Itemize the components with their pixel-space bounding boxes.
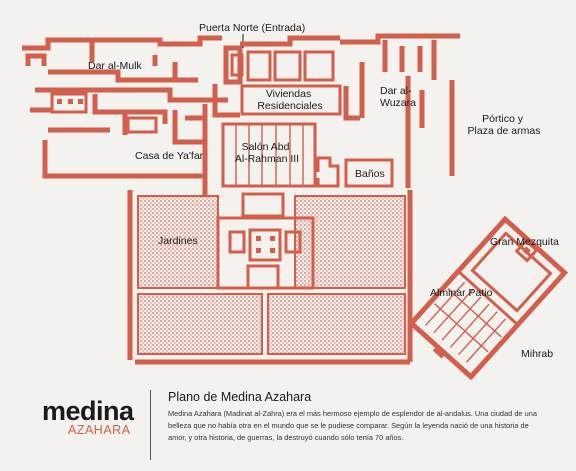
label-salon-line2: Al-Rahman III (235, 153, 299, 165)
label-portico-line1: Pórtico y (482, 113, 524, 125)
label-dar-al-wuzara-line1: Dar al- (380, 85, 412, 97)
puerta-norte-gate (223, 34, 340, 85)
plan-title: Plano de Medina Azahara (168, 390, 312, 404)
plan-description: Medina Azahara (Madinat al-Zahra) era el… (168, 409, 537, 442)
label-banos: Baños (355, 168, 385, 180)
label-salon: Salón Abd Al-Rahman III (235, 141, 299, 165)
label-viviendas-line1: Viviendas (266, 88, 311, 100)
label-portico: Pórtico y Plaza de armas (468, 113, 541, 137)
label-gran-mezquita: Gran Mezquita (490, 236, 559, 248)
label-viviendas: Viviendas Residenciales (257, 88, 322, 112)
logo-sub-text: AZAHARA (68, 423, 131, 437)
label-dar-al-wuzara-line2: Wuzara (380, 97, 416, 109)
label-dar-al-mulk: Dar al-Mulk (88, 60, 142, 72)
label-casa-de-yafar: Casa de Ya'far (135, 150, 204, 162)
dar-al-mulk-walls (22, 35, 228, 205)
label-puerta-norte: Puerta Norte (Entrada) (199, 22, 305, 34)
label-mihrab: Mihrab (521, 348, 553, 360)
label-jardines: Jardines (158, 235, 198, 247)
viviendas-residenciales-block (212, 50, 360, 121)
medina-azahara-logo: medina AZAHARA (42, 396, 134, 438)
site-plan-map: Puerta Norte (Entrada) Dar al-Mulk Vivie… (22, 22, 569, 380)
logo-main-text: medina (42, 396, 134, 426)
label-salon-line1: Salón Abd (242, 141, 290, 153)
footer-divider (150, 390, 151, 460)
label-viviendas-line2: Residenciales (257, 100, 322, 112)
label-portico-line2: Plaza de armas (468, 125, 541, 137)
label-alminar-patio: Alminar Patio (430, 287, 493, 299)
dar-al-wuzara-walls (340, 33, 460, 188)
jardines-gardens (127, 190, 413, 365)
gran-mezquita-plan (407, 215, 569, 380)
label-dar-al-wuzara: Dar al- Wuzara (380, 85, 416, 109)
salon-abd-al-rahman-iii-hall (221, 122, 317, 188)
banos-block (316, 156, 394, 188)
